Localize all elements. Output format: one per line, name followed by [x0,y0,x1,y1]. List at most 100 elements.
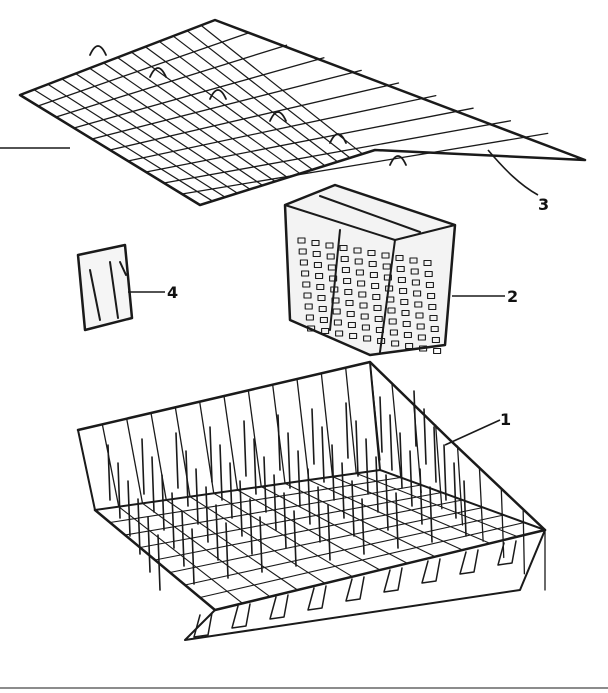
lower-rack-tine [249,498,253,555]
basket-mesh-hole [367,249,376,257]
lower-rack-tine [175,432,179,489]
lower-rack-tine [399,432,403,489]
basket-mesh-hole [397,276,406,284]
lower-rack-back-wire [223,395,239,491]
lower-rack-grid-wire [308,479,464,551]
lower-rack-tine [361,498,365,555]
basket-mesh-hole [315,272,324,280]
upper-rack-cross-wire [89,67,264,186]
upper-rack-cross-wire [47,83,226,198]
upper-rack-cross-wire [158,40,326,167]
basket-mesh-hole [346,310,355,318]
lower-rack-grid-wire [236,489,381,571]
basket-mesh-hole [330,286,339,293]
basket-mesh-hole [383,274,392,281]
basket-mesh-hole [395,254,404,262]
lower-rack-tine [239,480,243,537]
basket-mesh-hole [416,323,425,330]
basket-mesh-hole [374,315,383,323]
upper-rack-wire [73,57,325,129]
rack-clip [76,243,134,332]
lower-rack-foot-loop [231,603,251,629]
upper-rack-tine-loop [269,111,287,122]
lower-rack-tine [127,480,131,537]
upper-rack-cross-wire [130,51,301,175]
upper-rack-wire [181,132,549,195]
lower-rack-tine [463,480,467,537]
lower-rack-tine [355,420,359,477]
upper-rack-cross-wire [102,62,276,183]
basket-mesh-hole [304,303,313,310]
upper-rack-wire [127,94,437,162]
basket-mesh-hole [341,266,350,274]
lower-rack-back-wire [77,429,96,511]
basket-mesh-hole [331,297,340,304]
basket-mesh-hole [413,290,422,297]
basket-mesh-hole [396,265,405,273]
upper-rack-wire [109,82,400,151]
basket-mesh-hole [363,335,372,342]
lower-rack-tine [209,426,213,483]
basket-mesh-hole [343,277,352,285]
lower-rack-grid-wire [189,496,326,584]
basket-mesh-hole [385,285,394,292]
leader-lines [128,149,539,446]
basket-mesh-hole [339,244,348,252]
basket-mesh-hole [317,294,326,302]
lower-rack-side-wire [369,361,381,461]
callout-1: 1 [500,410,511,429]
lower-rack-back-wire [126,418,144,504]
lower-rack-tine [433,426,437,483]
basket-mesh-hole [369,271,378,279]
lower-rack-tine [141,438,145,495]
basket-mesh-hole [389,329,398,336]
lower-rack-tine [423,408,427,465]
lower-rack-tine [345,402,349,459]
lower-rack-back-wire [101,423,120,508]
basket-mesh-hole [329,275,338,282]
basket-mesh-hole [344,288,353,296]
upper-rack-cross-wire [75,72,251,190]
basket-mesh-hole [307,325,316,332]
lower-rack-back-wire [150,412,167,501]
lower-rack-tine [219,444,223,501]
basket-mesh-hole [430,325,439,333]
basket-mesh-hole [325,242,334,249]
basket-mesh-hole [409,257,418,264]
basket-mesh-hole [327,264,336,271]
lower-rack-back-wire [296,378,310,481]
lower-rack-grid-wire [213,492,354,578]
basket-mesh-hole [332,308,341,315]
upper-rack-cross-wire [186,30,351,159]
upper-rack-tine-loop [149,67,167,78]
lower-rack-foot-loop [193,612,213,638]
basket-mesh-hole [415,312,424,319]
lower-rack-tine [429,486,433,543]
basket-mesh-hole [302,281,311,288]
lower-rack-tine [273,474,277,531]
basket-mesh-hole [333,319,342,326]
basket-mesh-hole [373,304,382,312]
lower-rack-grid-wire [141,502,271,598]
basket-mesh-hole [417,334,426,341]
lower-rack-tine [297,450,301,507]
upper-rack-cross-wire [144,46,314,171]
lower-rack-foot-loop [459,549,479,575]
basket-mesh-hole [424,270,433,278]
upper-rack-tine-loop [209,89,227,100]
lower-rack-tine [147,516,151,573]
basket-mesh-hole [414,301,423,308]
lower-rack-tine [287,432,291,489]
lower-rack-tine [205,486,209,543]
basket-mesh-hole [368,260,377,268]
basket-mesh-hole [402,320,411,328]
lower-rack-back-wire [247,389,262,488]
lower-rack-back-wire [320,372,334,478]
lower-rack-tine [107,444,111,501]
lower-rack-grid-wire [284,482,436,558]
lower-rack-tine [375,456,379,513]
lower-rack-tine [365,438,369,495]
basket-mesh-hole [433,347,442,355]
lower-rack-tine [443,444,447,501]
